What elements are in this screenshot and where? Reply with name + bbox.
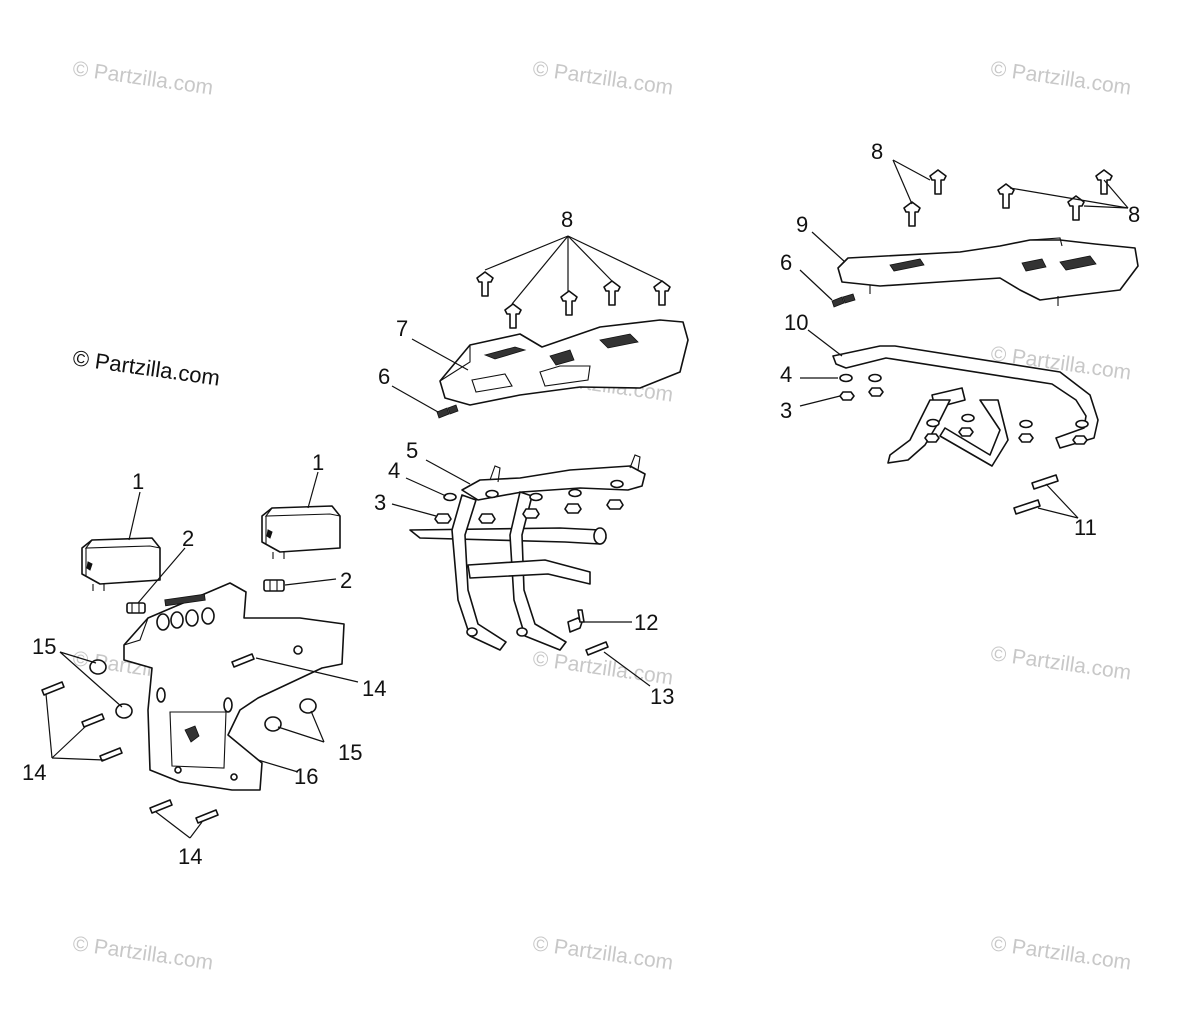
watermark-bottom-left: © Partzilla.com [71, 932, 214, 974]
callout-13: 13 [650, 684, 674, 709]
callout-2: 2 [182, 526, 194, 551]
headlight-left [81, 537, 161, 591]
right-rack-plate [837, 237, 1139, 306]
center-leader-lines [391, 235, 663, 687]
callout-9: 9 [796, 212, 808, 237]
callout-6: 6 [378, 364, 390, 389]
watermark-bottom-center: © Partzilla.com [531, 932, 674, 974]
callout-14: 14 [178, 844, 202, 869]
watermarks: © Partzilla.com © Partzilla.com © Partzi… [71, 57, 1132, 974]
front-panel [123, 582, 345, 791]
right-leader-lines [799, 159, 1129, 519]
watermark-top-left: © Partzilla.com [71, 57, 214, 99]
bulb-socket-right [263, 579, 285, 592]
callout-15: 15 [32, 634, 56, 659]
callout-8: 8 [1128, 202, 1140, 227]
center-nuts-3 [434, 499, 624, 524]
center-decal-6 [436, 404, 459, 419]
headlight-right [261, 505, 341, 559]
callout-11: 11 [1074, 515, 1097, 540]
callout-1: 1 [132, 469, 144, 494]
right-washers-4 [839, 373, 1089, 429]
right-decal-6 [831, 293, 856, 308]
callout-12: 12 [634, 610, 658, 635]
callout-16: 16 [294, 764, 318, 789]
center-rack-plate [439, 319, 689, 406]
callout-15: 15 [338, 740, 362, 765]
screws-14 [41, 653, 255, 824]
right-bolts-11 [1013, 474, 1059, 515]
callout-6: 6 [780, 250, 792, 275]
callout-8: 8 [871, 139, 883, 164]
callout-14: 14 [22, 760, 46, 785]
callout-4: 4 [780, 362, 792, 387]
callout-8: 8 [561, 207, 573, 232]
callout-10: 10 [784, 310, 808, 335]
center-washers-4 [443, 479, 624, 502]
left-leader-lines [45, 471, 359, 839]
watermark-lower-right: © Partzilla.com [989, 642, 1132, 684]
callout-3: 3 [780, 398, 792, 423]
callout-numbers: 1 1 2 2 15 15 14 14 14 16 8 7 6 5 4 3 12… [22, 139, 1140, 869]
right-rack-frame [832, 345, 1099, 467]
watermark-top-right: © Partzilla.com [989, 57, 1132, 99]
nuts-15 [89, 659, 317, 732]
callout-7: 7 [396, 316, 408, 341]
callout-5: 5 [406, 438, 418, 463]
right-nuts-3 [839, 387, 1088, 445]
watermark-main: © Partzilla.com [71, 345, 221, 390]
right-bolts-8 [903, 169, 1113, 227]
callout-1: 1 [312, 450, 324, 475]
callout-4: 4 [388, 458, 400, 483]
callout-2: 2 [340, 568, 352, 593]
callout-14: 14 [362, 676, 386, 701]
center-rack-frame [409, 454, 646, 651]
watermark-top-center: © Partzilla.com [531, 57, 674, 99]
watermark-bottom-right: © Partzilla.com [989, 932, 1132, 974]
center-bolts-12-13 [567, 609, 609, 656]
center-bolts-8 [476, 271, 671, 329]
bulb-socket-left [126, 602, 146, 614]
callout-3: 3 [374, 490, 386, 515]
